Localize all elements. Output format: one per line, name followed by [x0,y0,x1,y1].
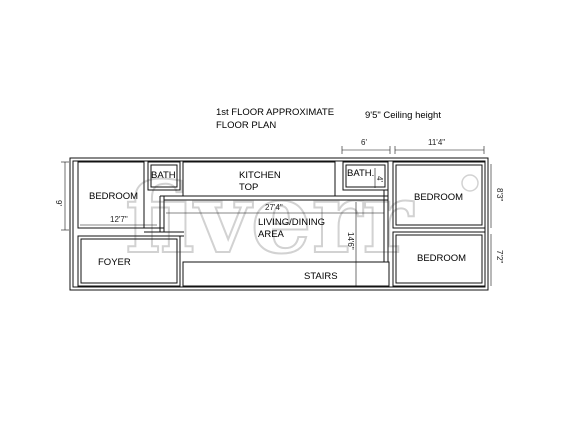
foyer [77,235,181,287]
room-label-kitchen: KITCHEN [239,170,281,181]
dim-label-6: 6' [361,138,367,147]
partition-walls [144,190,389,262]
dim-label-14-6: 14'6" [346,232,355,250]
bath-left [147,161,181,191]
dim-label-11-4: 11'4" [428,138,445,147]
plan-title-line-1: 1st FLOOR APPROXIMATE [216,107,334,118]
room-label-foyer: FOYER [98,257,131,268]
room-label-bedroom-right-top: BEDROOM [414,192,463,203]
dim-label-4: 4' [375,176,384,182]
ceiling-height-note: 9'5" Ceiling height [365,110,441,121]
room-label-bath-left: BATH [151,170,176,181]
room-label-kitchen-top: TOP [239,182,258,193]
dim-label-9: 9' [54,200,63,206]
room-label-bedroom-right-bottom: BEDROOM [417,253,466,264]
room-label-living-area: AREA [258,229,285,240]
room-label-bedroom-left: BEDROOM [89,191,138,202]
plan-title-line-2: FLOOR PLAN [216,120,276,131]
watermark-registered-icon [461,174,479,192]
bedroom-right-bottom [392,231,486,287]
dim-label-7-2: 7'2" [495,250,504,263]
room-label-bath-right: BATH. [347,168,374,179]
stairs [182,261,390,287]
room-label-stairs: STAIRS [304,271,338,282]
dimension-lines [61,146,492,286]
bath-right [342,161,389,191]
bedroom-right-top [392,161,486,229]
dim-label-12-7: 12'7" [110,215,128,224]
dim-label-27-4: 27'4" [265,203,283,212]
watermark-text: fiverr [125,162,414,275]
room-label-living: LIVING/DINING [258,217,325,228]
dim-label-8-3: 8'3" [495,188,504,201]
bedroom-left [77,161,145,229]
